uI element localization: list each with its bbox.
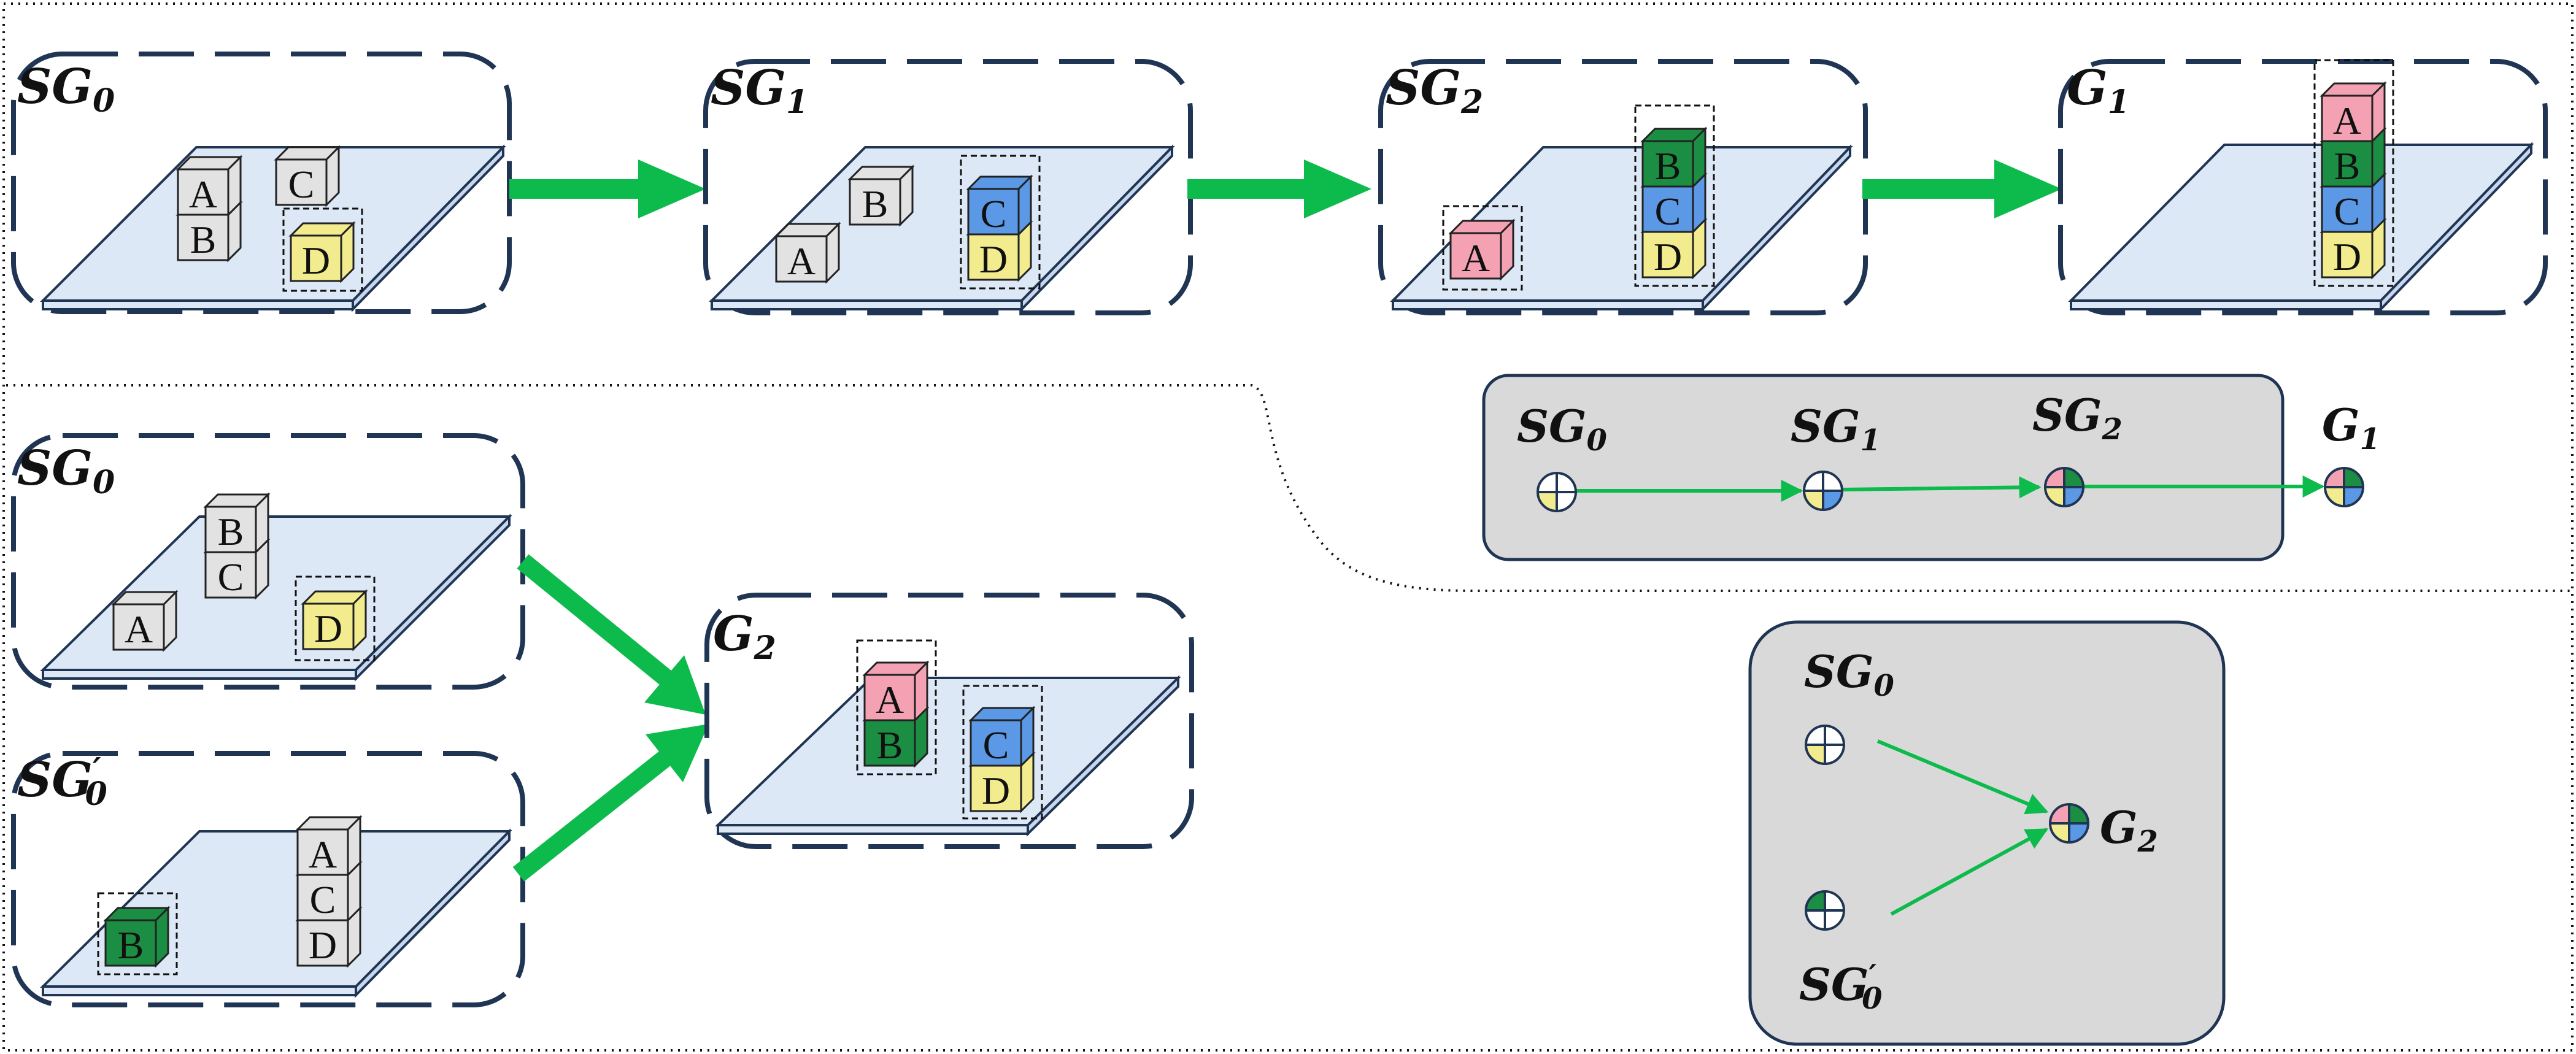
block-a: A [296,816,361,876]
svg-text:A: A [787,239,816,283]
block-a: A [775,223,840,283]
block-b: B [1641,128,1706,188]
svg-text:D: D [314,607,342,650]
svg-text:D: D [979,237,1008,281]
block-b: B [849,166,914,226]
g2-label: G2 [713,606,776,667]
svg-text:D: D [1654,235,1682,279]
svg-text:B: B [877,723,903,767]
svg-text:B: B [118,923,144,967]
svg-text:A: A [1462,236,1490,280]
merge-label-sg0: SG0 [1804,645,1894,703]
merge-label-sg0-prime: SG′0 [1799,958,1883,1016]
seq-label-sg2: SG2 [2032,389,2123,447]
seq-label-g1: G1 [2322,399,2380,456]
g1-scene: D C B A G1 [2058,59,2548,315]
svg-text:B: B [2334,144,2361,188]
block-a: A [112,591,177,651]
block-d: D [970,752,1035,812]
block-c: C [2321,173,2386,233]
arrow-sg0-prime-g2 [512,724,709,882]
sg0-prime-label: SG′0 [17,751,107,813]
arrow-sg1-sg2 [1187,160,1371,218]
state-circle-sg0 [1537,472,1577,512]
sequence-summary-panel: SG0 SG1 SG2 G1 [1482,374,2380,561]
svg-text:A: A [125,607,153,651]
svg-text:D: D [302,239,330,282]
svg-text:C: C [983,723,1009,767]
block-a: A [2321,82,2386,142]
arrow-sg2-g1 [1862,160,2062,218]
block-d: D [290,222,355,282]
block-c: C [275,146,340,206]
sg0-alt-scene: A C B D SG0 [11,433,525,690]
block-c: C [970,707,1035,767]
block-b: B [863,707,928,767]
svg-text:C: C [981,192,1007,236]
svg-text:C: C [1655,190,1681,233]
svg-text:A: A [2333,99,2361,142]
block-b: B [204,493,269,553]
block-c: C [296,861,361,921]
svg-text:B: B [218,510,244,553]
svg-text:B: B [1655,144,1681,188]
svg-text:A: A [309,833,337,876]
svg-text:A: A [189,172,217,216]
block-d: D [302,590,367,650]
state-circle-sg2 [2044,467,2084,507]
sg0-prime-scene: B D C A SG′0 [11,751,525,1007]
arrow-sg0-g2 [517,554,706,715]
svg-text:D: D [982,769,1010,812]
block-c: C [967,175,1032,236]
svg-text:C: C [288,163,315,206]
merge-label-g2: G2 [2100,801,2158,859]
g1-label: G1 [2067,60,2130,121]
svg-text:C: C [2334,190,2361,233]
sg1-scene: A B D C SG1 [703,59,1193,315]
arrow-sg0-sg1 [509,160,706,218]
merge-circle-g2 [2049,803,2089,844]
svg-text:D: D [2333,235,2361,279]
sg0-scene: B A C D SG0 [11,52,512,314]
block-d: D [296,907,361,967]
block-d: D [967,221,1032,281]
svg-text:C: C [310,878,336,921]
merge-summary-panel: SG0 G2 SG′0 [1748,620,2226,1046]
sg2-label: SG2 [1386,60,1483,121]
seq-label-sg0: SG0 [1517,400,1607,458]
block-a: A [1449,220,1514,280]
seq-label-sg1: SG1 [1791,400,1881,458]
block-d: D [1641,218,1706,279]
block-b: B [2321,128,2386,188]
state-circle-g1 [2324,467,2364,507]
block-b: B [177,201,242,261]
svg-text:D: D [309,923,337,967]
sg2-scene: A D C B SG2 [1378,59,1868,315]
block-a: A [177,156,242,216]
block-a: A [863,661,928,721]
merge-circle-sg0-prime [1805,890,1845,931]
block-d: D [2321,218,2386,279]
state-circle-sg1 [1803,471,1843,511]
svg-text:C: C [218,555,244,599]
g2-scene: B A D C G2 [704,593,1194,849]
sg1-label: SG1 [711,60,808,121]
block-c: C [204,539,269,599]
sg0-alt-label: SG0 [17,440,115,501]
block-b: B [104,907,169,967]
svg-text:B: B [190,218,217,261]
svg-text:B: B [862,182,889,226]
merge-circle-sg0 [1805,725,1845,765]
svg-text:A: A [876,678,904,721]
block-c: C [1641,173,1706,233]
sg0-label: SG0 [17,59,115,120]
